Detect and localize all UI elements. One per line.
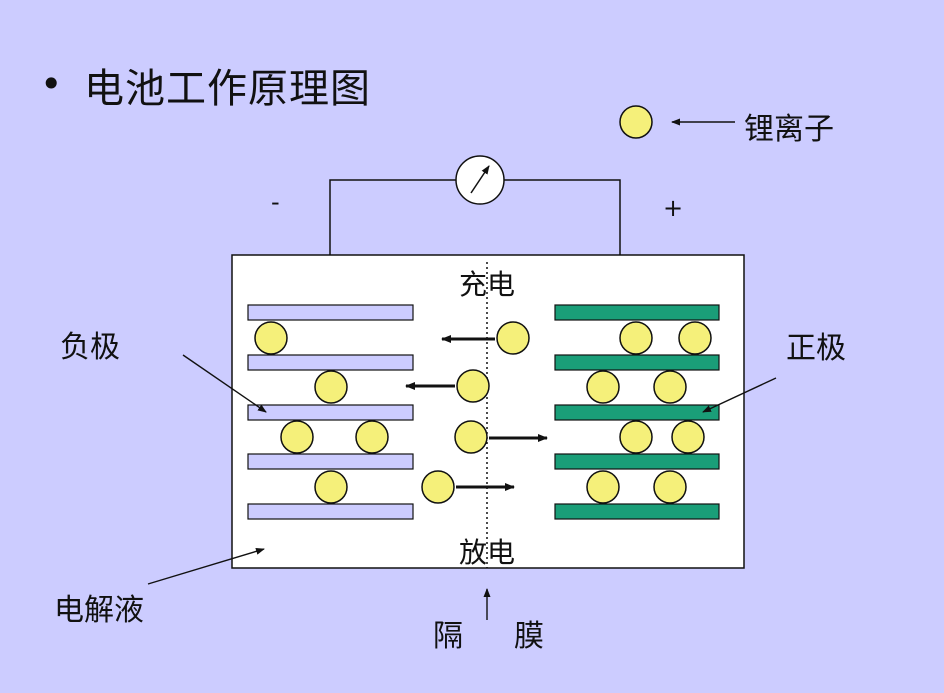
cathode-plate	[554, 304, 720, 321]
charge-label: 充电	[459, 268, 516, 301]
separator-label-left: 隔	[433, 619, 463, 654]
anode-plate	[247, 404, 414, 421]
lithium-ion	[619, 420, 653, 454]
lithium-ion	[280, 420, 314, 454]
lithium-ion	[314, 370, 348, 404]
discharge-label: 放电	[459, 536, 516, 569]
anode-label: 负极	[60, 330, 120, 365]
cathode-plate	[554, 503, 720, 520]
lithium-ion	[454, 420, 488, 454]
cathode-plate	[554, 453, 720, 470]
lithium-ion	[456, 369, 490, 403]
positive-terminal-label: +	[663, 194, 684, 222]
anode-plates	[247, 304, 414, 520]
ammeter-icon	[455, 155, 505, 205]
anode-plate	[247, 304, 414, 321]
cathode-plate	[554, 404, 720, 421]
cathode-plates	[554, 304, 720, 520]
negative-terminal-label: -	[271, 188, 280, 216]
ion-arrows	[405, 335, 548, 491]
lithium-ion	[586, 470, 620, 504]
cathode-ions	[586, 321, 712, 504]
separator-label-right: 膜	[514, 619, 544, 654]
anode-plate	[247, 453, 414, 470]
cathode-pointer-arrow-icon	[702, 377, 777, 413]
cathode-plate	[554, 354, 720, 371]
lithium-ion	[586, 370, 620, 404]
anode-plate	[247, 503, 414, 520]
anode-ions	[254, 321, 389, 504]
electrolyte-pointer-arrow-icon	[147, 547, 265, 585]
pointer-arrows	[147, 354, 777, 620]
lithium-ion	[619, 321, 653, 355]
lithium-ion	[653, 370, 687, 404]
transit-ions	[421, 321, 530, 504]
lithium-ion	[355, 420, 389, 454]
legend-label: 锂离子	[744, 112, 834, 147]
cathode-label: 正极	[786, 331, 846, 366]
anode-plate	[247, 354, 414, 371]
page-title: 电池工作原理图	[84, 66, 371, 112]
lithium-ion	[421, 470, 455, 504]
lithium-ion	[254, 321, 288, 355]
lithium-ion	[671, 420, 705, 454]
title-bullet: •	[40, 62, 63, 106]
lithium-ion	[653, 470, 687, 504]
lithium-ion	[678, 321, 712, 355]
anode-pointer-arrow-icon	[182, 354, 267, 413]
electrolyte-label: 电解液	[54, 593, 144, 628]
lithium-ion	[314, 470, 348, 504]
lithium-ion	[496, 321, 530, 355]
legend-ion-icon	[619, 105, 653, 139]
